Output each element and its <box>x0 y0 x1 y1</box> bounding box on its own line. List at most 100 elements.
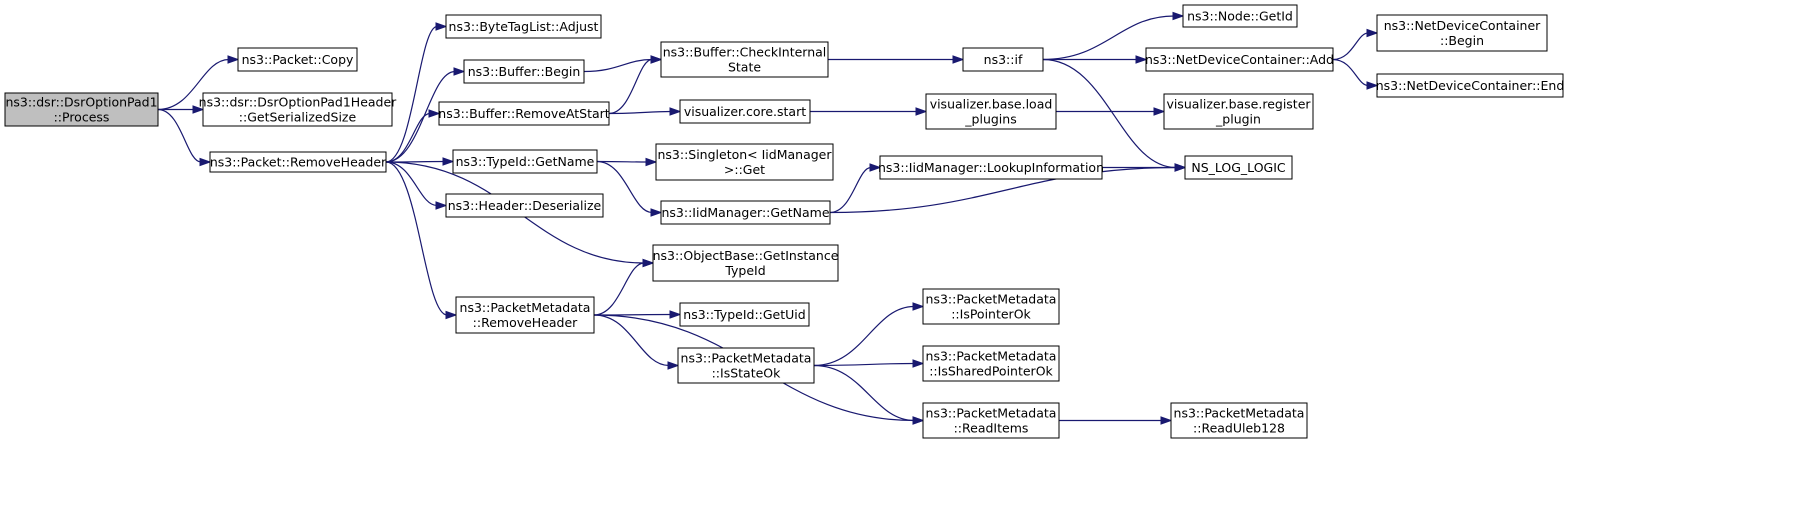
node-label: ns3::IidManager::LookupInformation <box>878 160 1104 175</box>
edge-pm_removeheader-to-pm_isstateok <box>593 314 680 370</box>
node-label: ns3::NetDeviceContainer::End <box>1376 78 1565 93</box>
node-buffer_begin[interactable]: ns3::Buffer::Begin <box>463 59 585 84</box>
edge-netdevicecontainer_add-to-netdevicecontainer_begin <box>1332 28 1379 61</box>
node-label: ns3::PacketMetadata <box>1174 406 1305 421</box>
node-box <box>455 296 595 334</box>
node-label: _plugin <box>1215 112 1261 127</box>
node-typeid_getname[interactable]: ns3::TypeId::GetName <box>452 149 598 174</box>
node-singleton_get[interactable]: ns3::Singleton< IidManager>::Get <box>655 143 834 181</box>
node-ns3_if[interactable]: ns3::if <box>962 47 1044 72</box>
edge-buffer_removeatstart-to-buffer_checkinternal <box>608 55 663 115</box>
node-label: ::IsSharedPointerOk <box>929 364 1053 379</box>
nodes-layer: ns3::dsr::DsrOptionPad1::Processns3::Pac… <box>4 4 1565 439</box>
node-box <box>1376 73 1564 98</box>
edge-pm_readitems-to-pm_readuleb128 <box>1058 416 1173 425</box>
node-label: ns3::if <box>984 52 1023 67</box>
edge-typeid_getname-to-iidmanager_getname <box>596 160 663 217</box>
node-pm_readuleb128[interactable]: ns3::PacketMetadata::ReadUleb128 <box>1170 402 1308 439</box>
edge-packet_removeheader-to-bytetaglist_adjust <box>385 22 448 163</box>
node-packet_removeheader[interactable]: ns3::Packet::RemoveHeader <box>209 151 387 173</box>
node-label: NS_LOG_LOGIC <box>1191 160 1286 175</box>
node-label: ns3::IidManager::GetName <box>661 205 829 220</box>
node-label: ns3::TypeId::GetUid <box>683 307 805 322</box>
node-label: ::GetSerializedSize <box>239 110 357 125</box>
node-label: ::Process <box>54 110 110 125</box>
node-label: TypeId <box>724 263 765 278</box>
node-vis_base_register_plugin[interactable]: visualizer.base.register_plugin <box>1163 93 1314 130</box>
edge-pm_removeheader-to-objectbase_getinstancetypeid <box>593 258 655 316</box>
node-label: visualizer.core.start <box>684 104 806 119</box>
node-box <box>1170 402 1308 439</box>
node-box <box>445 14 602 39</box>
edge-buffer_begin-to-buffer_checkinternal <box>583 55 663 73</box>
node-label: ns3::TypeId::GetName <box>456 154 595 169</box>
node-box <box>922 288 1060 325</box>
node-label: ::ReadUleb128 <box>1193 421 1285 436</box>
edge-process-to-pad1_getsize <box>157 105 205 114</box>
node-pm_readitems[interactable]: ns3::PacketMetadata::ReadItems <box>922 402 1060 439</box>
node-pm_isstateok[interactable]: ns3::PacketMetadata::IsStateOk <box>677 347 815 384</box>
node-buffer_removeatstart[interactable]: ns3::Buffer::RemoveAtStart <box>438 101 610 126</box>
node-label: ns3::Node::GetId <box>1187 9 1293 24</box>
node-ns_log_logic[interactable]: NS_LOG_LOGIC <box>1184 155 1293 180</box>
node-packet_copy[interactable]: ns3::Packet::Copy <box>237 47 358 72</box>
node-bytetaglist_adjust[interactable]: ns3::ByteTagList::Adjust <box>445 14 602 39</box>
node-vis_core_start[interactable]: visualizer.core.start <box>679 99 811 124</box>
node-iidmanager_lookupinformation[interactable]: ns3::IidManager::LookupInformation <box>878 155 1104 180</box>
edge-buffer_removeatstart-to-vis_core_start <box>608 107 682 116</box>
edge-netdevicecontainer_add-to-netdevicecontainer_end <box>1332 58 1379 90</box>
node-label: ns3::NetDeviceContainer::Add <box>1145 52 1334 67</box>
node-iidmanager_getname[interactable]: ns3::IidManager::GetName <box>660 200 831 225</box>
node-box <box>463 59 585 84</box>
node-typeid_getuid[interactable]: ns3::TypeId::GetUid <box>679 302 810 327</box>
edge-vis_base_load_plugins-to-vis_base_register_plugin <box>1056 107 1166 116</box>
node-box <box>677 347 815 384</box>
edge-process-to-packet_copy <box>157 55 240 111</box>
node-label: State <box>728 60 761 75</box>
node-label: ns3::NetDeviceContainer <box>1384 18 1541 33</box>
node-box <box>679 99 811 124</box>
node-label: ns3::PacketMetadata <box>926 406 1057 421</box>
node-netdevicecontainer_end[interactable]: ns3::NetDeviceContainer::End <box>1376 73 1565 98</box>
node-label: ns3::Packet::RemoveHeader <box>210 155 387 170</box>
node-node_getid[interactable]: ns3::Node::GetId <box>1182 4 1298 28</box>
node-pm_removeheader[interactable]: ns3::PacketMetadata::RemoveHeader <box>455 296 595 334</box>
node-netdevicecontainer_add[interactable]: ns3::NetDeviceContainer::Add <box>1145 47 1334 72</box>
node-label: ns3::dsr::DsrOptionPad1Header <box>199 95 397 110</box>
node-label: ns3::ByteTagList::Adjust <box>449 19 599 34</box>
node-label: visualizer.base.register <box>1166 97 1311 112</box>
node-box <box>445 193 604 218</box>
edge-packet_removeheader-to-buffer_removeatstart <box>385 109 441 163</box>
edge-buffer_checkinternal-to-ns3_if <box>828 55 965 64</box>
node-box <box>1163 93 1314 130</box>
edge-pm_isstateok-to-pm_ispointerok <box>813 302 925 367</box>
edge-process-to-packet_removeheader <box>157 108 212 167</box>
node-box <box>1184 155 1293 180</box>
node-label: ::Begin <box>1440 33 1484 48</box>
node-label: ::RemoveHeader <box>473 315 579 330</box>
node-box <box>4 92 159 127</box>
edge-vis_core_start-to-vis_base_load_plugins <box>810 107 928 116</box>
node-pad1_getsize[interactable]: ns3::dsr::DsrOptionPad1Header::GetSerial… <box>199 92 397 127</box>
node-label: ns3::PacketMetadata <box>926 292 1057 307</box>
node-netdevicecontainer_begin[interactable]: ns3::NetDeviceContainer::Begin <box>1376 14 1548 52</box>
node-box <box>922 345 1060 382</box>
node-label: ns3::PacketMetadata <box>681 351 812 366</box>
node-process[interactable]: ns3::dsr::DsrOptionPad1::Process <box>4 92 159 127</box>
node-pm_issharedpointerok[interactable]: ns3::PacketMetadata::IsSharedPointerOk <box>922 345 1060 382</box>
node-box <box>879 155 1103 180</box>
node-box <box>962 47 1044 72</box>
node-box <box>438 101 610 126</box>
node-label: ::IsStateOk <box>712 366 782 381</box>
edge-pm_isstateok-to-pm_readitems <box>813 364 925 425</box>
node-label: ns3::Header::Deserialize <box>448 198 602 213</box>
node-box <box>655 143 834 181</box>
node-header_deserialize[interactable]: ns3::Header::Deserialize <box>445 193 604 218</box>
node-vis_base_load_plugins[interactable]: visualizer.base.load_plugins <box>925 93 1057 130</box>
node-pm_ispointerok[interactable]: ns3::PacketMetadata::IsPointerOk <box>922 288 1060 325</box>
edge-pm_isstateok-to-pm_issharedpointerok <box>813 359 925 368</box>
node-label: ns3::Buffer::CheckInternal <box>663 45 827 60</box>
